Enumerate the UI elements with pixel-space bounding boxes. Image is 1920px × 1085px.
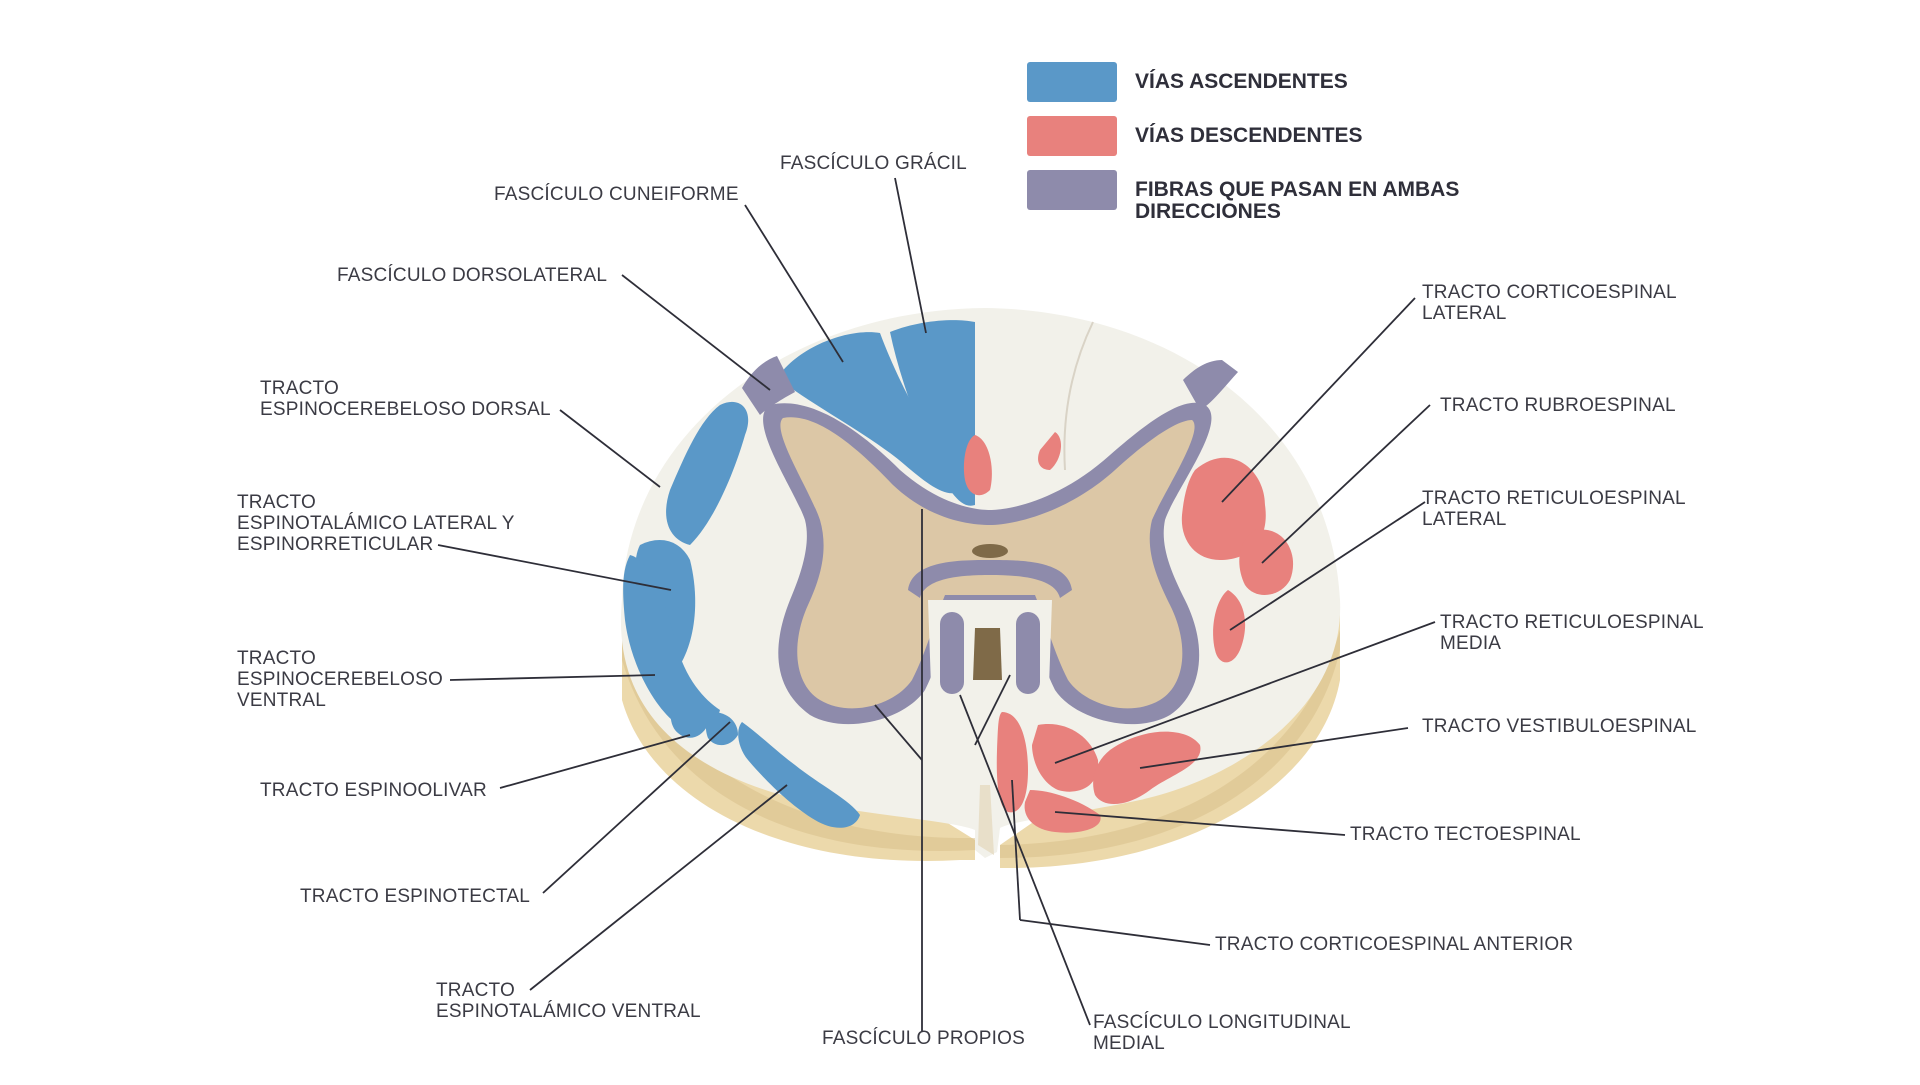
- tract-corticoespinal-lateral-small: [963, 435, 992, 496]
- flm-left: [940, 612, 964, 694]
- label-espinotectal: TRACTO ESPINOTECTAL: [300, 886, 531, 907]
- legend-swatch-ascending: [1027, 62, 1117, 102]
- tract-espinocerebeloso-dorsal: [666, 401, 749, 545]
- label-rubroespinal: TRACTO RUBROESPINAL: [1440, 395, 1676, 416]
- leader-reticuloespinal-lateral: [1229, 501, 1426, 631]
- leader-rubroespinal: [1261, 404, 1431, 564]
- tract-rubroespinal-small: [1038, 432, 1062, 470]
- label-corticoespinal-anterior: TRACTO CORTICOESPINAL ANTERIOR: [1215, 934, 1574, 955]
- legend-swatch-descending: [1027, 116, 1117, 156]
- flm-right: [1016, 612, 1040, 694]
- label-espinoolivar: TRACTO ESPINOOLIVAR: [260, 780, 487, 801]
- label-espinotalamico-lateral: TRACTO ESPINOTALÁMICO LATERAL Y ESPINORR…: [237, 492, 515, 555]
- leader-reticuloespinal-media: [1054, 621, 1436, 764]
- central-canal: [972, 544, 1008, 558]
- leader-vestibuloespinal: [1139, 727, 1409, 769]
- label-vestibuloespinal: TRACTO VESTIBULOESPINAL: [1422, 716, 1697, 737]
- ascending-tracts: [623, 320, 975, 828]
- leader-espinocerebeloso-dorsal: [559, 409, 661, 488]
- label-reticuloespinal-lateral: TRACTO RETICULOESPINAL LATERAL: [1422, 488, 1686, 530]
- label-corticoespinal-lateral: TRACTO CORTICOESPINAL LATERAL: [1422, 282, 1677, 324]
- tract-fasciculo-cuneiforme: [777, 332, 958, 494]
- leader-espinotectal: [542, 721, 731, 894]
- leader-dorsolateral: [621, 274, 771, 391]
- label-tectoespinal: TRACTO TECTOESPINAL: [1350, 824, 1581, 845]
- label-reticuloespinal-media: TRACTO RETICULOESPINAL MEDIA: [1440, 612, 1704, 654]
- legend-label-both: FIBRAS QUE PASAN EN AMBAS DIRECCIONES: [1135, 178, 1460, 223]
- leader-cuneiforme: [744, 204, 844, 363]
- leader-corticoespinal-lateral: [1221, 297, 1416, 503]
- leader-espinocerebeloso-ventral: [449, 674, 656, 681]
- legend-swatch-both: [1027, 170, 1117, 210]
- ventral-fissure-top: [973, 628, 1002, 680]
- tract-espinotalamico-ventral: [738, 722, 860, 828]
- legend-item-both: FIBRAS QUE PASAN EN AMBAS DIRECCIONES: [1027, 170, 1535, 223]
- legend-label-descending: VÍAS DESCENDENTES: [1135, 124, 1363, 147]
- label-fasciculo-longitudinal: FASCÍCULO LONGITUDINAL MEDIAL: [1093, 1012, 1351, 1054]
- leader-lines: [437, 177, 1436, 1032]
- tract-fasciculo-gracil: [890, 320, 975, 506]
- legend-item-ascending: VÍAS ASCENDENTES: [1027, 62, 1535, 102]
- leader-espinotalamico-ventral: [529, 784, 788, 991]
- label-espinocerebeloso-ventral: TRACTO ESPINOCEREBELOSO VENTRAL: [237, 648, 443, 711]
- tract-dorsolateral-right: [1183, 360, 1238, 410]
- legend-item-descending: VÍAS DESCENDENTES: [1027, 116, 1535, 156]
- leader-corticoespinal-anterior-2: [1011, 779, 1021, 921]
- leader-propios-branch: [874, 704, 923, 761]
- leader-flm: [959, 694, 1091, 1026]
- label-fasciculo-gracil: FASCÍCULO GRÁCIL: [780, 153, 967, 174]
- leader-gracil: [894, 177, 927, 334]
- tract-tectoespinal: [1024, 790, 1101, 833]
- ventral-commissure: [908, 560, 1072, 598]
- tract-reticuloespinal-media: [1032, 724, 1099, 792]
- tract-corticoespinal-lateral: [1181, 457, 1266, 560]
- leader-tectoespinal: [1054, 811, 1346, 836]
- leader-espinoolivar: [499, 734, 691, 789]
- label-fasciculo-cuneiforme: FASCÍCULO CUNEIFORME: [494, 184, 739, 205]
- label-fasciculo-propios: FASCÍCULO PROPIOS: [822, 1028, 1025, 1049]
- label-fasciculo-dorsolateral: FASCÍCULO DORSOLATERAL: [337, 265, 608, 286]
- tract-espinoolivar: [670, 700, 708, 738]
- descending-tracts: [963, 432, 1294, 833]
- dorsal-septum: [1063, 321, 1094, 471]
- legend-label-ascending: VÍAS ASCENDENTES: [1135, 70, 1348, 93]
- leader-corticoespinal-anterior: [1019, 919, 1211, 946]
- leader-espinotalamico-lateral: [437, 544, 672, 591]
- anterior-fissure: [978, 785, 994, 855]
- tract-fasciculo-dorsolateral: [742, 356, 795, 415]
- legend: VÍAS ASCENDENTES VÍAS DESCENDENTES FIBRA…: [1027, 62, 1535, 237]
- leader-flm-branch: [974, 674, 1011, 746]
- tract-reticuloespinal-lateral: [1213, 590, 1246, 663]
- label-espinocerebeloso-dorsal: TRACTO ESPINOCEREBELOSO DORSAL: [260, 378, 551, 420]
- label-espinotalamico-ventral: TRACTO ESPINOTALÁMICO VENTRAL: [436, 980, 701, 1022]
- tract-espinocerebeloso-ventral: [623, 555, 720, 729]
- tract-corticoespinal-anterior: [996, 712, 1028, 813]
